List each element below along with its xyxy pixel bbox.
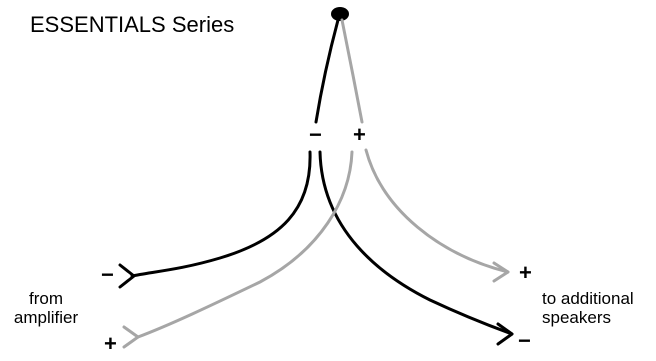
input-label-line-1: from <box>29 289 63 308</box>
junction-negative-sign: − <box>309 122 322 147</box>
output-label-line-1: to additional <box>542 289 634 308</box>
input-positive-sign: + <box>104 331 117 356</box>
output-label-line-2: speakers <box>542 308 611 327</box>
arrow-positive-output <box>492 261 510 283</box>
arrow-negative-output <box>496 322 514 346</box>
input-negative-sign: − <box>101 262 114 287</box>
arrow-positive-input <box>122 325 140 349</box>
negative-wire-input <box>130 150 312 278</box>
positive-wire-output <box>364 148 510 274</box>
positive-wire-top <box>340 18 364 124</box>
negative-wire-output <box>318 150 514 336</box>
positive-wire-input <box>136 150 354 339</box>
junction-positive-sign: + <box>353 122 366 147</box>
output-label: to additional speakers <box>542 289 634 327</box>
connection-node <box>331 7 349 21</box>
arrow-negative-input <box>118 263 136 289</box>
output-positive-sign: + <box>519 260 532 285</box>
negative-wire-top <box>314 18 340 124</box>
input-label: from amplifier <box>8 289 84 327</box>
output-negative-sign: − <box>518 328 531 353</box>
input-label-line-2: amplifier <box>13 308 79 327</box>
diagram-title: ESSENTIALS Series <box>30 12 235 37</box>
